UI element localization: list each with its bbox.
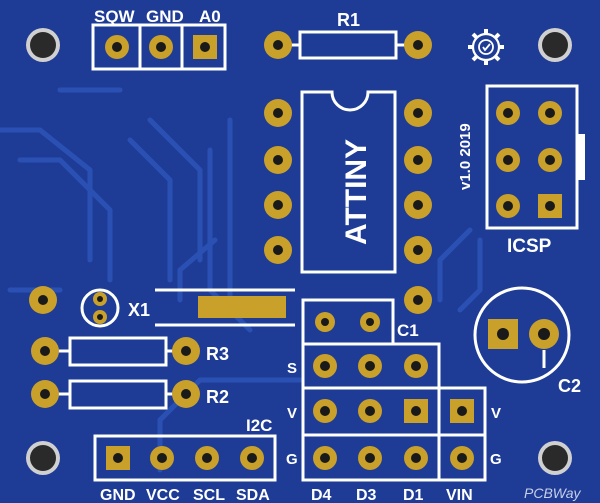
gear-icon [468,29,504,65]
io-block [301,298,487,482]
label-icsp: ICSP [507,236,552,257]
label-v-right: V [491,405,501,422]
label-a0: A0 [199,7,221,26]
header-top [91,23,227,71]
resistor-r3 [31,336,200,367]
ic-attiny [264,90,432,274]
label-r3: R3 [206,344,229,364]
crystal-x1 [29,286,432,328]
traces [0,87,483,473]
label-x1: X1 [128,300,150,320]
icsp-header [485,84,585,230]
label-v-left: V [287,405,297,422]
label-d4: D4 [311,487,332,503]
label-g-right: G [490,451,502,468]
label-i2c: I2C [246,416,272,435]
mounting-holes [26,28,572,475]
label-sqw: SQW [94,7,136,26]
pcbway-logo: PCBWay [524,485,582,501]
label-sda: SDA [236,487,270,503]
label-s: S [287,360,297,377]
label-scl: SCL [193,487,225,503]
label-gnd-top: GND [146,7,184,26]
label-g-left: G [286,451,298,468]
label-d1: D1 [403,487,424,503]
label-gnd-bottom: GND [100,487,136,503]
label-d3: D3 [356,487,377,503]
label-r2: R2 [206,387,229,407]
label-vin: VIN [446,487,473,503]
label-c1: C1 [397,321,419,340]
header-i2c [93,434,277,482]
label-vcc: VCC [146,487,180,503]
label-attiny: ATTINY [340,139,373,245]
resistor-r2 [31,379,200,410]
resistor-r1 [264,30,432,60]
label-version: v1.0 2019 [457,123,474,190]
label-c2: C2 [558,376,581,396]
capacitor-c2 [473,286,571,384]
label-r1: R1 [337,10,360,30]
